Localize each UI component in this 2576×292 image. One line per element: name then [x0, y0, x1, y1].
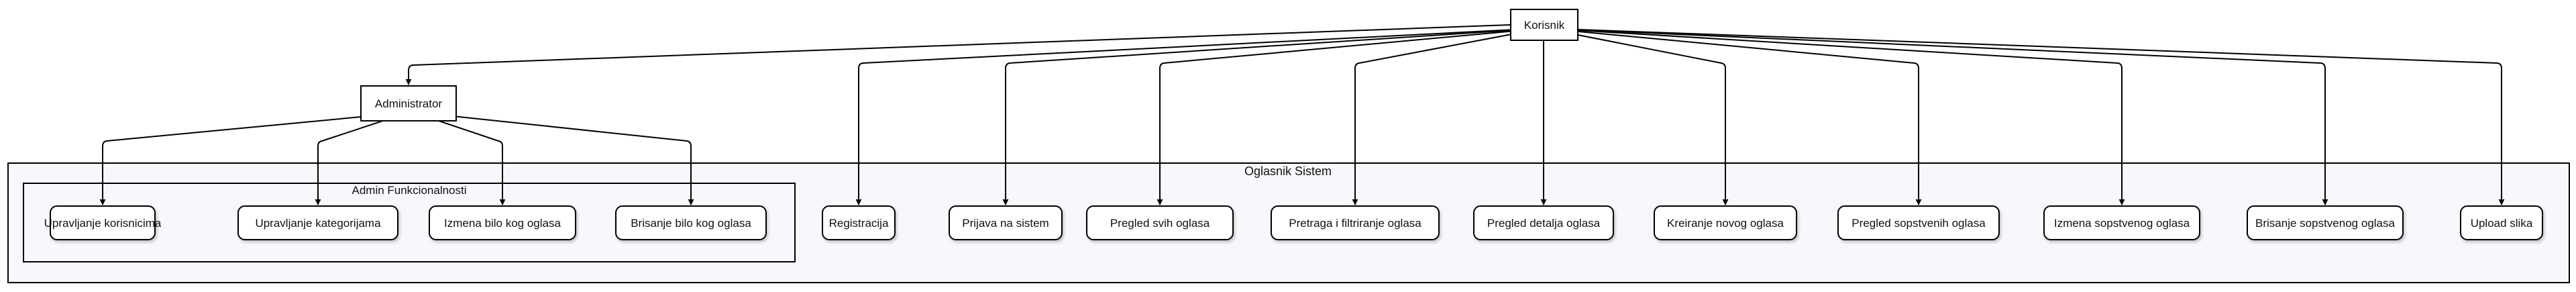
edge-korisnik-brisanje-sopstvenog-oglasa [1570, 29, 2328, 205]
use-case-label: Izmena bilo kog oglasa [444, 217, 561, 230]
use-case-upload-slika[interactable]: Upload slika [2460, 205, 2543, 240]
edge-korisnik-pretraga-i-filtriranje-oglasa [1352, 29, 1537, 205]
use-case-label: Prijava na sistem [962, 217, 1049, 230]
use-case-brisanje-sopstvenog-oglasa[interactable]: Brisanje sopstvenog oglasa [2247, 205, 2404, 240]
actor-korisnik[interactable]: Korisnik [1510, 9, 1578, 41]
use-case-label: Brisanje sopstvenog oglasa [2255, 217, 2395, 230]
edge-korisnik-izmena-sopstvenog-oglasa [1564, 29, 2125, 205]
actor-administrator[interactable]: Administrator [360, 85, 457, 121]
edge-korisnik-kreiranje-novog-oglasa [1550, 29, 1729, 205]
use-case-registracija[interactable]: Registracija [822, 205, 896, 240]
admin-group-title: Admin Funkcionalnosti [352, 184, 466, 197]
edge-korisnik-pregled-sopstvenih-oglasa [1557, 29, 1922, 205]
use-case-label: Upload slika [2471, 217, 2533, 230]
actor-korisnik-label: Korisnik [1524, 19, 1565, 32]
use-case-label: Registracija [829, 217, 889, 230]
use-case-label: Upravljanje korisnicima [44, 217, 162, 230]
use-case-pretraga-i-filtriranje-oglasa[interactable]: Pretraga i filtriranje oglasa [1271, 205, 1440, 240]
use-case-label: Izmena sopstvenog oglasa [2054, 217, 2190, 230]
admin-use-cases: Upravljanje korisnicima Upravljanje kateg… [44, 205, 767, 240]
use-case-pregled-sopstvenih-oglasa[interactable]: Pregled sopstvenih oglasa [1837, 205, 2000, 240]
edge-administrator-upravljanje-korisnicima [99, 115, 376, 205]
use-case-upravljanje-kategorijama[interactable]: Upravljanje kategorijama [237, 205, 398, 240]
use-case-label: Pregled detalja oglasa [1487, 217, 1601, 230]
edge-korisnik-upload-slika [1577, 29, 2505, 205]
edge-korisnik-registracija [855, 29, 1517, 205]
edge-administrator-brisanje-bilo-kog-oglasa [445, 115, 694, 205]
edge-korisnik-prijava-na-sistem [1002, 29, 1523, 205]
edge-korisnik-pregled-svih-oglasa [1157, 29, 1530, 205]
edge-korisnik-administrator [405, 24, 1511, 85]
use-case-label: Kreiranje novog oglasa [1667, 217, 1784, 230]
edge-administrator-upravljanje-kategorijama [315, 115, 400, 205]
use-case-prijava-na-sistem[interactable]: Prijava na sistem [949, 205, 1063, 240]
use-case-label: Upravljanje kategorijama [255, 217, 381, 230]
use-case-izmena-bilo-kog-oglasa[interactable]: Izmena bilo kog oglasa [429, 205, 576, 240]
system-title: Oglasnik Sistem [1244, 164, 1332, 178]
use-case-kreiranje-novog-oglasa[interactable]: Kreiranje novog oglasa [1654, 205, 1797, 240]
use-case-izmena-sopstvenog-oglasa[interactable]: Izmena sopstvenog oglasa [2043, 205, 2200, 240]
use-case-label: Pretraga i filtriranje oglasa [1289, 217, 1421, 230]
use-case-label: Pregled sopstvenih oglasa [1851, 217, 1986, 230]
edge-administrator-izmena-bilo-kog-oglasa [422, 115, 506, 205]
user-use-cases: Registracija Prijava na sistem Pregled svi… [822, 205, 2543, 240]
use-case-label: Brisanje bilo kog oglasa [631, 217, 751, 230]
use-case-label: Pregled svih oglasa [1110, 217, 1210, 230]
use-case-brisanje-bilo-kog-oglasa[interactable]: Brisanje bilo kog oglasa [615, 205, 767, 240]
use-case-pregled-svih-oglasa[interactable]: Pregled svih oglasa [1086, 205, 1234, 240]
actor-administrator-label: Administrator [375, 97, 442, 110]
connectors [99, 24, 2505, 205]
use-case-upravljanje-korisnicima[interactable]: Upravljanje korisnicima [44, 205, 162, 240]
use-case-pregled-detalja-oglasa[interactable]: Pregled detalja oglasa [1473, 205, 1614, 240]
